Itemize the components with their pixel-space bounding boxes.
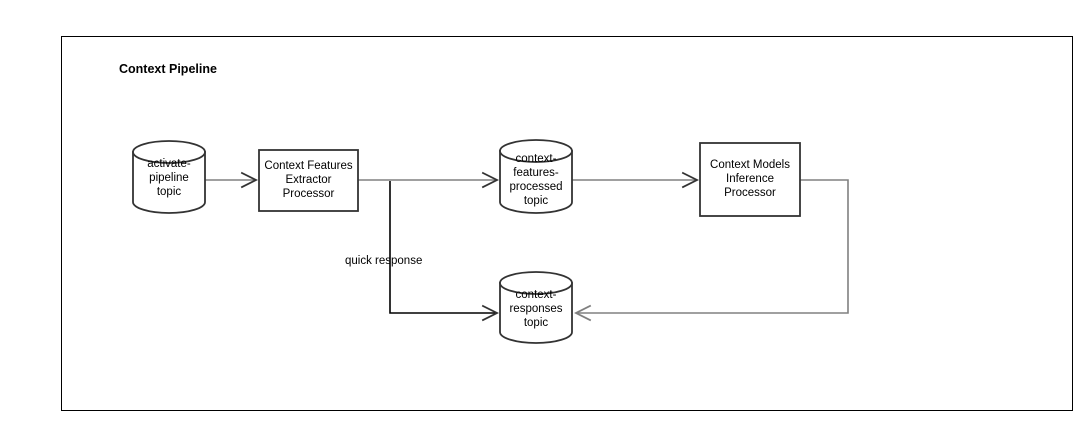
node-context-models-inference-processor[interactable] (699, 142, 801, 217)
edge-extractor-to-responses[interactable] (389, 181, 500, 322)
group-container-context-pipeline[interactable] (61, 36, 1073, 411)
node-activate-pipeline-topic[interactable] (132, 140, 206, 214)
node-context-responses-topic[interactable] (499, 271, 573, 344)
edge-features-processed-to-inference[interactable] (572, 171, 700, 189)
edge-activate-to-extractor[interactable] (205, 171, 259, 189)
node-context-features-processed-topic[interactable] (499, 139, 573, 214)
edge-extractor-to-features-processed[interactable] (358, 171, 500, 189)
node-context-features-extractor-processor[interactable] (258, 149, 359, 212)
edge-inference-to-responses[interactable] (573, 179, 849, 322)
